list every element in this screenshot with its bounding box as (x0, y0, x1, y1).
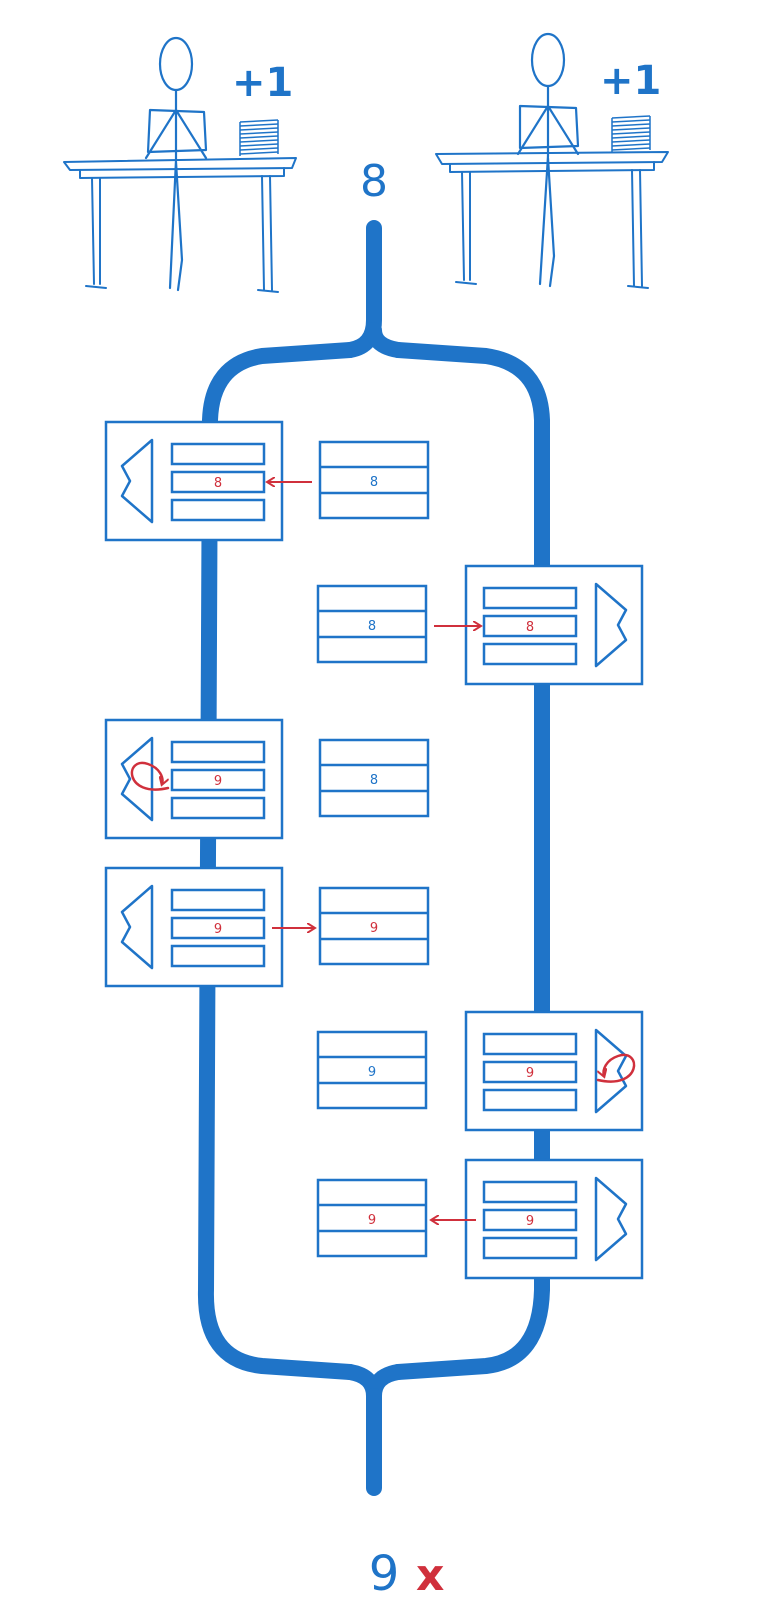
cpu-box (464, 1158, 644, 1280)
memory-box (318, 886, 430, 966)
register-slot-1 (482, 1180, 578, 1204)
register-slot-2 (482, 614, 578, 638)
register-value: 9 (526, 1066, 534, 1081)
memory-value: 8 (370, 475, 378, 490)
stick-figure-icon (144, 36, 208, 292)
thread-tracks (197, 220, 550, 1496)
increment-label-right: +1 (600, 58, 661, 104)
stick-figure-icon (516, 32, 580, 288)
register-slot-1 (482, 1032, 578, 1056)
memory-box (316, 1178, 428, 1258)
register-slot-2 (170, 768, 266, 792)
increment-loop-icon (596, 1053, 636, 1083)
register-slot-3 (170, 498, 266, 522)
register-slot-2 (170, 470, 266, 494)
register-slot-1 (170, 740, 266, 764)
cpu-box (464, 564, 644, 686)
cpu-box (104, 420, 284, 542)
memory-box (318, 440, 430, 520)
register-slot-3 (482, 642, 578, 666)
track-fork (366, 322, 406, 358)
memory-value: 9 (370, 921, 378, 936)
track-right (390, 342, 550, 1380)
step-5: 99 (316, 1010, 644, 1132)
memory-value: 9 (368, 1213, 376, 1228)
memory-box (316, 584, 428, 664)
register-value: 8 (526, 620, 534, 635)
register-slot-2 (170, 916, 266, 940)
start-value: 8 (360, 156, 388, 207)
register-slot-3 (170, 796, 266, 820)
increment-loop-icon (130, 761, 170, 791)
stack-of-papers-icon (239, 119, 279, 156)
track-left (197, 342, 358, 1380)
memory-box (318, 738, 430, 818)
register-slot-3 (482, 1236, 578, 1260)
desk-icon (63, 157, 297, 293)
cpu-core-icon (594, 1176, 628, 1262)
memory-value: 8 (370, 773, 378, 788)
stack-of-papers-icon (611, 115, 651, 152)
increment-label-left: +1 (232, 60, 293, 106)
memory-box (316, 1030, 428, 1110)
cpu-box (104, 866, 284, 988)
memory-value: 8 (368, 619, 376, 634)
register-slot-3 (170, 944, 266, 968)
cpu-core-icon (594, 582, 628, 668)
worker-right: +1 (435, 32, 669, 289)
register-value: 9 (526, 1214, 534, 1229)
register-value: 9 (214, 922, 222, 937)
register-slot-3 (482, 1088, 578, 1112)
step-6: 99 (316, 1158, 644, 1280)
cpu-core-icon (120, 884, 154, 970)
register-slot-1 (170, 442, 266, 466)
register-slot-2 (482, 1208, 578, 1232)
end-error-mark: x (416, 1550, 444, 1601)
register-slot-2 (482, 1060, 578, 1084)
memory-value: 9 (368, 1065, 376, 1080)
register-slot-1 (170, 888, 266, 912)
cpu-box (464, 1010, 644, 1132)
step-2: 88 (316, 564, 644, 686)
desk-icon (435, 151, 669, 289)
register-slot-1 (482, 586, 578, 610)
register-value: 8 (214, 476, 222, 491)
cpu-core-icon (120, 438, 154, 524)
end-value: 9 (369, 1546, 400, 1602)
alu-icon (120, 736, 154, 822)
register-value: 9 (214, 774, 222, 789)
worker-left: +1 (63, 36, 297, 293)
